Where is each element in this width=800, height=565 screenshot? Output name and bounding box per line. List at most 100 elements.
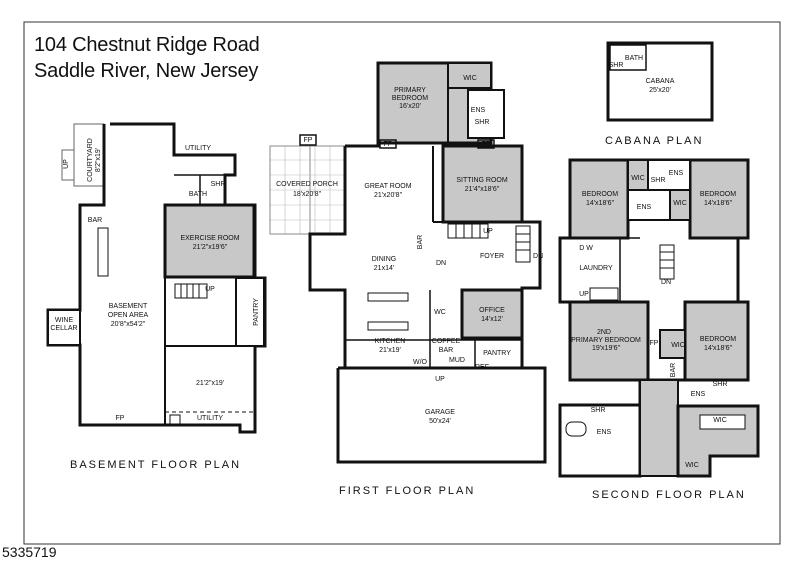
- label-second-bar: BAR: [670, 363, 677, 377]
- label-cabana-dim: 25'x20': [649, 87, 671, 94]
- label-second-wic-4: WIC: [713, 417, 727, 424]
- label-cellar: CELLAR: [50, 325, 77, 332]
- label-first-dn-1: DN: [436, 260, 446, 267]
- label-exercise: EXERCISE ROOM: [180, 235, 239, 242]
- sheet-border: [23, 21, 781, 545]
- label-basement-fp: FP: [116, 415, 125, 422]
- label-open-area-dim: 20'8"x54'2": [111, 321, 146, 328]
- label-basement-up-2: UP: [205, 286, 215, 293]
- second-floor-plan-label: SECOND FLOOR PLAN: [592, 489, 746, 501]
- label-second-primary-dim: 19'x19'6": [592, 345, 621, 352]
- basement-exercise-room: [163, 203, 256, 279]
- label-foyer: FOYER: [480, 253, 504, 260]
- label-bedroom-c-dim: 14'x18'6": [704, 345, 733, 352]
- label-wine: WINE: [55, 317, 74, 324]
- label-second-dn: DN: [661, 279, 671, 286]
- label-second-ens-3: ENS: [691, 391, 706, 398]
- label-great-room-dim: 21'x20'8": [374, 192, 403, 199]
- label-first-primary-dim: 16'x20': [399, 103, 421, 110]
- label-utility-bottom: UTILITY: [197, 415, 223, 422]
- label-great-room: GREAT ROOM: [364, 183, 411, 190]
- label-coffee-bar: BAR: [439, 347, 453, 354]
- label-second-shr-2: SHR: [713, 381, 728, 388]
- cabana-plan: [606, 41, 714, 122]
- label-first-wo: W/O: [413, 359, 428, 366]
- label-kitchen: KITCHEN: [375, 338, 406, 345]
- label-cabana: CABANA: [646, 78, 675, 85]
- label-second-shr-3: SHR: [591, 407, 606, 414]
- label-bedroom-b-dim: 14'x18'6": [704, 200, 733, 207]
- basement-plan: [46, 122, 267, 434]
- label-bedroom-c: BEDROOM: [700, 336, 736, 343]
- address-line-2: Saddle River, New Jersey: [34, 60, 259, 82]
- label-first-fp-1: FP: [304, 137, 313, 144]
- label-covered-porch-dim: 18'x20'8": [293, 191, 322, 198]
- second-bedroom-a: [568, 158, 630, 240]
- basement-labels: COURTYARD 8'2"x19' UP UTILITY BATH SHR B…: [50, 138, 260, 422]
- label-unfinished-dim: 21'2"x19': [196, 380, 224, 387]
- label-first-fp-3: FP: [482, 141, 491, 148]
- label-second-ens-4: ENS: [597, 429, 612, 436]
- label-first-primary: PRIMARY: [394, 87, 426, 94]
- cabana-plan-label: CABANA PLAN: [605, 135, 704, 147]
- label-garage-up: UP: [435, 376, 445, 383]
- basement-plan-label: BASEMENT FLOOR PLAN: [70, 459, 242, 471]
- label-first-fp-2: FP: [384, 141, 393, 148]
- label-courtyard: COURTYARD: [87, 138, 94, 182]
- cabana-labels: BATH SHR CABANA 25'x20': [609, 55, 675, 94]
- label-first-bar: BAR: [417, 235, 424, 249]
- label-second-ens-2: ENS: [637, 204, 652, 211]
- label-mud: MUD: [449, 357, 465, 364]
- label-first-wc: WC: [434, 309, 446, 316]
- label-second-ens-1: ENS: [669, 170, 684, 177]
- label-covered-porch: COVERED PORCH: [276, 181, 338, 188]
- label-utility-top: UTILITY: [185, 145, 211, 152]
- label-coffee: COFFEE: [432, 338, 461, 345]
- basement-wine-cellar: [47, 309, 81, 346]
- first-floor-labels: PRIMARY BEDROOM 16'x20' WIC ENS SHR COVE…: [276, 75, 543, 425]
- listing-id: 5335719: [2, 544, 57, 560]
- label-dw: D W: [579, 245, 593, 252]
- label-first-up: UP: [483, 228, 493, 235]
- label-bedroom-a-dim: 14'x18'6": [586, 200, 615, 207]
- label-second-wic-3: WIC: [671, 342, 685, 349]
- label-first-bedroom: BEDROOM: [392, 95, 428, 102]
- second-floor-labels: BEDROOM 14'x18'6" BEDROOM 14'x18'6" WIC …: [571, 170, 736, 469]
- label-bedroom-a: BEDROOM: [582, 191, 618, 198]
- basement-courtyard: [73, 123, 105, 187]
- label-sitting-room-dim: 21'4"x18'6": [465, 186, 500, 193]
- label-dining-dim: 21x14': [374, 265, 394, 272]
- basement-pantry: [235, 277, 265, 347]
- label-bedroom-b: BEDROOM: [700, 191, 736, 198]
- cabana-outline: [606, 41, 714, 122]
- label-basement: BASEMENT: [109, 303, 148, 310]
- first-sitting-room: [441, 144, 524, 224]
- label-open-area: OPEN AREA: [108, 312, 149, 319]
- label-laundry: LAUNDRY: [579, 265, 613, 272]
- label-first-ref: REF: [475, 364, 489, 371]
- address-line-1: 104 Chestnut Ridge Road: [34, 34, 260, 56]
- label-first-dn-2: DN: [533, 253, 543, 260]
- label-second-primary: PRIMARY BEDROOM: [571, 337, 641, 344]
- label-second-up: UP: [579, 291, 589, 298]
- label-office-dim: 14'x12': [481, 316, 503, 323]
- label-kitchen-dim: 21'x19': [379, 347, 401, 354]
- label-second-shr-1: SHR: [651, 177, 666, 184]
- second-bedroom-b: [688, 158, 750, 240]
- label-first-ens: ENS: [471, 107, 486, 114]
- label-cabana-bath: BATH: [625, 55, 643, 62]
- label-basement-up-1: UP: [63, 159, 70, 169]
- label-second-fp: FP: [650, 340, 659, 347]
- label-second-wic-2: WIC: [673, 200, 687, 207]
- label-first-wic: WIC: [463, 75, 477, 82]
- first-office: [460, 288, 524, 340]
- first-floor-plan: [269, 61, 547, 464]
- first-floor-plan-label: FIRST FLOOR PLAN: [339, 485, 476, 497]
- label-dining: DINING: [372, 256, 397, 263]
- label-second-2nd: 2ND: [597, 329, 611, 336]
- label-basement-pantry: PANTRY: [253, 298, 260, 326]
- label-office: OFFICE: [479, 307, 505, 314]
- label-second-wic-5: WIC: [685, 462, 699, 469]
- label-first-pantry: PANTRY: [483, 350, 511, 357]
- second-floor-plan: [558, 158, 760, 478]
